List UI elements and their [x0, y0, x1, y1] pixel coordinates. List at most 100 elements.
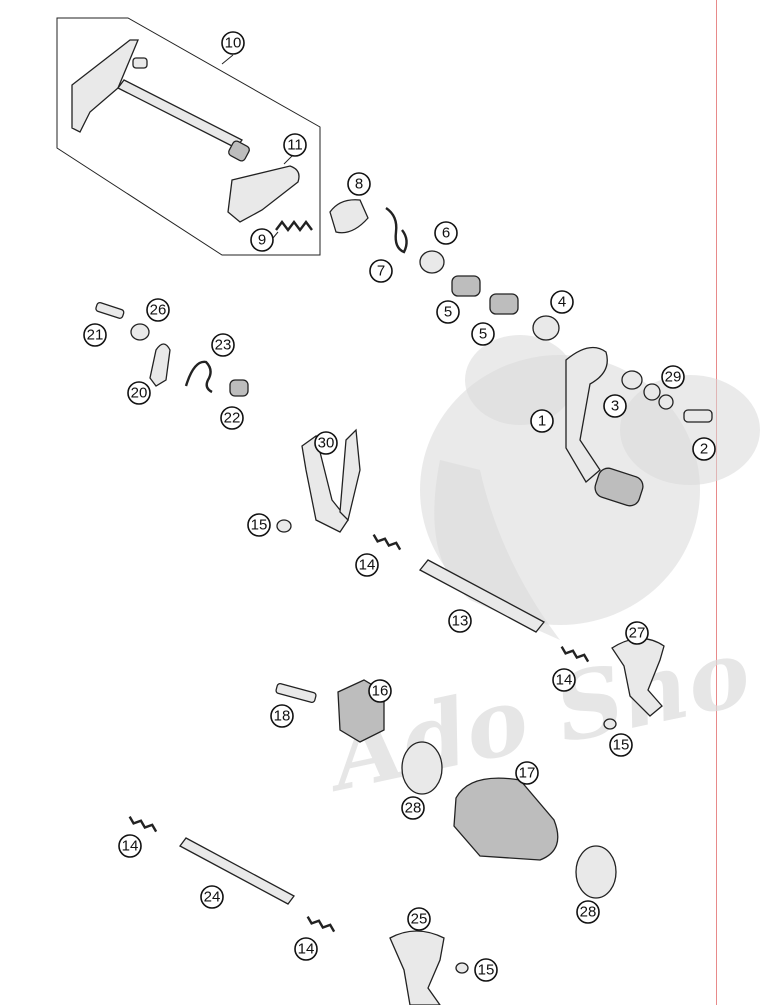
- svg-text:14: 14: [359, 557, 376, 574]
- callout-label-15b: 15: [609, 733, 633, 757]
- callout-label-22: 22: [220, 406, 244, 430]
- part-bolt-18: [275, 683, 317, 703]
- part-lever-20: [149, 343, 171, 387]
- callout-label-6: 6: [434, 221, 458, 245]
- callout-label-14b: 14: [552, 668, 576, 692]
- callout-label-7: 7: [369, 259, 393, 283]
- part-needle-bearing-5a: [451, 275, 481, 297]
- part-shift-shaft: [71, 39, 250, 162]
- svg-text:15: 15: [251, 517, 268, 534]
- svg-text:5: 5: [444, 304, 452, 321]
- part-roller-22: [229, 379, 249, 397]
- svg-text:27: 27: [629, 625, 646, 642]
- part-washer-6: [419, 250, 445, 274]
- callout-label-11: 11: [283, 133, 307, 157]
- svg-text:7: 7: [377, 263, 385, 280]
- part-shift-lever-1: [565, 346, 644, 507]
- part-needle-bearing-5b: [489, 293, 519, 315]
- callout-label-16: 16: [368, 679, 392, 703]
- part-spring-clip-7: [385, 207, 408, 254]
- part-spring-14d: [306, 916, 336, 933]
- part-bolt-2: [683, 409, 713, 423]
- part-lock-washer-29a: [643, 383, 661, 401]
- callout-label-3: 3: [603, 394, 627, 418]
- callout-label-10: 10: [221, 31, 245, 55]
- part-bolt-21: [95, 301, 125, 319]
- callout-label-5a: 5: [436, 300, 460, 324]
- svg-text:28: 28: [405, 800, 422, 817]
- svg-text:23: 23: [215, 337, 232, 354]
- part-spring-14a: [372, 534, 402, 551]
- svg-text:17: 17: [519, 765, 536, 782]
- callout-label-14a: 14: [355, 553, 379, 577]
- callout-label-5b: 5: [471, 322, 495, 346]
- callout-label-9: 9: [250, 228, 274, 252]
- part-guide-8: [329, 199, 369, 234]
- page-margin-line: [716, 0, 717, 1005]
- svg-text:14: 14: [122, 838, 139, 855]
- svg-text:10: 10: [225, 35, 242, 52]
- svg-text:25: 25: [411, 911, 428, 928]
- callout-label-28a: 28: [401, 796, 425, 820]
- part-bearing-28a: [401, 741, 443, 795]
- svg-text:9: 9: [258, 232, 266, 249]
- part-pin-15a: [276, 519, 292, 533]
- callout-label-14d: 14: [294, 937, 318, 961]
- svg-text:13: 13: [452, 613, 469, 630]
- part-shift-fork-25: [389, 930, 445, 1005]
- callout-label-18: 18: [270, 704, 294, 728]
- callout-label-25: 25: [407, 907, 431, 931]
- part-spring-9: [275, 220, 313, 232]
- callout-label-14c: 14: [118, 834, 142, 858]
- svg-text:28: 28: [580, 904, 597, 921]
- part-lock-washer-29b: [658, 394, 674, 410]
- callout-label-21: 21: [83, 323, 107, 347]
- part-spring-23: [184, 360, 213, 394]
- part-fork-shaft-24: [179, 837, 295, 905]
- callout-label-28b: 28: [576, 900, 600, 924]
- svg-text:14: 14: [298, 941, 315, 958]
- callout-label-17: 17: [515, 761, 539, 785]
- callout-label-8: 8: [347, 172, 371, 196]
- svg-text:2: 2: [700, 441, 708, 458]
- svg-text:6: 6: [442, 225, 450, 242]
- callout-label-15c: 15: [474, 958, 498, 982]
- part-spring-14c: [128, 816, 158, 833]
- svg-text:29: 29: [665, 369, 682, 386]
- callout-label-2: 2: [692, 437, 716, 461]
- svg-text:22: 22: [224, 410, 241, 427]
- svg-text:1: 1: [538, 413, 546, 430]
- part-spring-14b: [560, 646, 590, 663]
- svg-text:24: 24: [204, 889, 221, 906]
- part-fork-shaft-13: [419, 559, 545, 633]
- callout-label-29: 29: [661, 365, 685, 389]
- callout-label-27: 27: [625, 621, 649, 645]
- part-shift-fork-30-arm: [339, 428, 361, 522]
- callout-label-20: 20: [127, 381, 151, 405]
- svg-text:4: 4: [558, 294, 566, 311]
- part-shift-fork-27: [611, 637, 665, 717]
- subassembly-outline: [56, 17, 321, 256]
- part-shift-drum-17: [453, 777, 559, 861]
- svg-text:15: 15: [478, 962, 495, 979]
- part-washer-3: [621, 370, 643, 390]
- callout-label-26: 26: [146, 298, 170, 322]
- part-shift-lever-plate: [227, 165, 300, 223]
- leader-lines: [221, 54, 293, 239]
- part-pin-15c: [455, 962, 469, 974]
- callout-label-1: 1: [530, 409, 554, 433]
- callout-label-30: 30: [314, 431, 338, 455]
- svg-text:21: 21: [87, 327, 104, 344]
- svg-text:8: 8: [355, 176, 363, 193]
- callout-label-24: 24: [200, 885, 224, 909]
- svg-text:14: 14: [556, 672, 573, 689]
- svg-text:20: 20: [131, 385, 148, 402]
- svg-text:5: 5: [479, 326, 487, 343]
- part-bearing-28b: [575, 845, 617, 899]
- svg-text:11: 11: [287, 137, 303, 154]
- callout-label-23: 23: [211, 333, 235, 357]
- svg-text:3: 3: [611, 398, 619, 415]
- svg-text:18: 18: [274, 708, 291, 725]
- part-washer-26: [130, 323, 150, 341]
